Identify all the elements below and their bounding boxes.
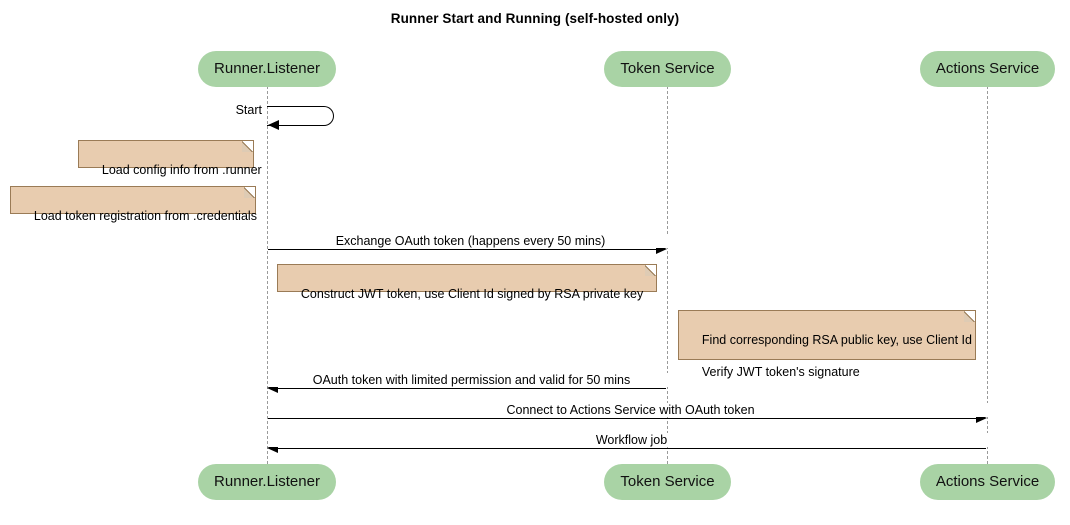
- participant-actions-bottom-label: Actions Service: [935, 473, 1040, 490]
- note-load-token-registration-text: Load token registration from .credential…: [33, 209, 257, 223]
- self-message-start-arrowhead: [268, 120, 279, 130]
- message-connect-actions-line: [268, 418, 985, 419]
- participant-runner-bottom[interactable]: Runner.Listener: [198, 464, 336, 500]
- message-connect-actions-arrowhead: [976, 412, 987, 423]
- note-verify-jwt-line1: Find corresponding RSA public key, use C…: [701, 333, 972, 347]
- message-oauth-return-line: [269, 388, 666, 389]
- participant-runner-top[interactable]: Runner.Listener: [198, 51, 336, 87]
- message-exchange-oauth-arrowhead: [656, 243, 667, 254]
- note-fold-corner-icon: [964, 310, 976, 322]
- note-fold-corner-icon: [244, 186, 256, 198]
- participant-runner-top-label: Runner.Listener: [214, 60, 320, 77]
- message-connect-actions-label: Connect to Actions Service with OAuth to…: [268, 403, 993, 417]
- participant-token-bottom[interactable]: Token Service: [604, 464, 731, 500]
- note-construct-jwt: Construct JWT token, use Client Id signe…: [277, 264, 657, 301]
- message-oauth-return-arrowhead: [267, 382, 278, 393]
- lifeline-runner: [267, 86, 268, 464]
- note-fold-corner-icon: [242, 140, 254, 152]
- lifeline-token: [667, 86, 668, 464]
- page-title: Runner Start and Running (self-hosted on…: [390, 11, 680, 26]
- note-construct-jwt-text: Construct JWT token, use Client Id signe…: [300, 287, 644, 301]
- participant-token-bottom-label: Token Service: [620, 473, 715, 490]
- message-exchange-oauth-line: [268, 249, 665, 250]
- note-load-config-text: Load config info from .runner: [101, 163, 262, 177]
- message-oauth-return-label: OAuth token with limited permission and …: [269, 373, 674, 387]
- message-exchange-oauth-label: Exchange OAuth token (happens every 50 m…: [268, 234, 673, 248]
- note-load-token-registration: Load token registration from .credential…: [10, 186, 257, 223]
- self-message-start-label: Start: [235, 103, 262, 117]
- participant-actions-bottom[interactable]: Actions Service: [920, 464, 1055, 500]
- participant-runner-bottom-label: Runner.Listener: [214, 473, 320, 490]
- participant-actions-top[interactable]: Actions Service: [920, 51, 1055, 87]
- note-verify-jwt: Find corresponding RSA public key, use C…: [678, 310, 976, 379]
- message-workflow-job-arrowhead: [267, 442, 278, 453]
- self-message-start-loop: [267, 106, 334, 126]
- lifeline-actions: [987, 86, 988, 464]
- participant-token-top-label: Token Service: [620, 60, 715, 77]
- participant-token-top[interactable]: Token Service: [604, 51, 731, 87]
- note-load-config: Load config info from .runner: [78, 140, 262, 177]
- note-fold-corner-icon: [645, 264, 657, 276]
- message-workflow-job-line: [269, 448, 986, 449]
- note-verify-jwt-line2: Verify JWT token's signature: [701, 365, 860, 379]
- participant-actions-top-label: Actions Service: [935, 60, 1040, 77]
- message-workflow-job-label: Workflow job: [269, 433, 994, 447]
